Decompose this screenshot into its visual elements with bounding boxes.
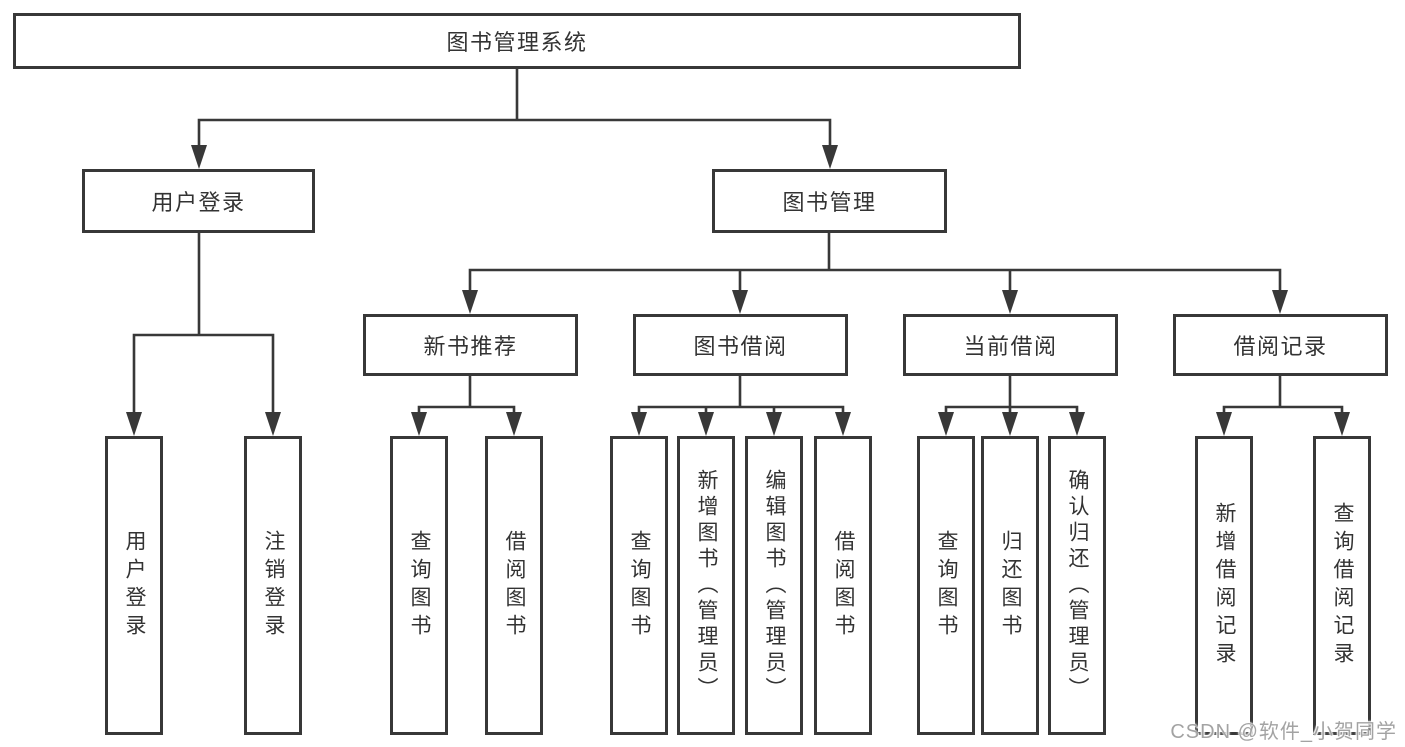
leaf-current-return-books-label: 归还图书 xyxy=(999,529,1022,642)
node-book-management: 图书管理 xyxy=(712,169,947,233)
leaf-records-query-record-label: 查询借阅记录 xyxy=(1331,501,1354,670)
node-root-system-label: 图书管理系统 xyxy=(446,30,588,55)
leaf-current-query-books: 查询图书 xyxy=(917,436,975,735)
leaf-borrow-edit-books-admin-label: 编辑图书（管理员） xyxy=(763,468,786,703)
node-current-borrow: 当前借阅 xyxy=(903,314,1118,376)
leaf-logout-label: 注销登录 xyxy=(262,529,285,642)
leaf-current-confirm-return-admin-label: 确认归还（管理员） xyxy=(1066,468,1089,703)
csdn-watermark: CSDN @软件_小贺同学 xyxy=(1170,715,1397,744)
node-book-borrow: 图书借阅 xyxy=(633,314,848,376)
node-borrow-records-label: 借阅记录 xyxy=(1233,334,1328,359)
connector-root-to-level2 xyxy=(191,67,838,169)
node-root-system: 图书管理系统 xyxy=(13,13,1021,69)
connector-user-login-children xyxy=(126,231,281,436)
leaf-records-query-record: 查询借阅记录 xyxy=(1313,436,1371,735)
leaf-borrow-borrow-books-label: 借阅图书 xyxy=(832,529,855,642)
leaf-borrow-add-books-admin-label: 新增图书（管理员） xyxy=(695,468,718,703)
leaf-logout: 注销登录 xyxy=(244,436,302,735)
node-book-borrow-label: 图书借阅 xyxy=(693,334,788,359)
node-new-book-recommend-label: 新书推荐 xyxy=(423,334,518,359)
leaf-recommend-query-books: 查询图书 xyxy=(390,436,448,735)
node-current-borrow-label: 当前借阅 xyxy=(963,334,1058,359)
node-book-management-label: 图书管理 xyxy=(782,190,877,215)
leaf-current-return-books: 归还图书 xyxy=(981,436,1039,735)
node-user-login-label: 用户登录 xyxy=(151,190,246,215)
connector-book-borrow-children xyxy=(631,374,851,436)
leaf-borrow-edit-books-admin: 编辑图书（管理员） xyxy=(745,436,803,735)
connector-book-management-to-level3 xyxy=(462,231,1288,314)
leaf-borrow-query-books-label: 查询图书 xyxy=(628,529,651,642)
leaf-user-login-label: 用户登录 xyxy=(123,529,146,642)
node-user-login: 用户登录 xyxy=(82,169,315,233)
leaf-borrow-borrow-books: 借阅图书 xyxy=(814,436,872,735)
connector-current-borrow-children xyxy=(938,374,1085,436)
leaf-user-login: 用户登录 xyxy=(105,436,163,735)
leaf-recommend-borrow-books: 借阅图书 xyxy=(485,436,543,735)
leaf-records-add-record: 新增借阅记录 xyxy=(1195,436,1253,735)
leaf-recommend-query-books-label: 查询图书 xyxy=(408,529,431,642)
leaf-current-query-books-label: 查询图书 xyxy=(935,529,958,642)
node-borrow-records: 借阅记录 xyxy=(1173,314,1388,376)
leaf-current-confirm-return-admin: 确认归还（管理员） xyxy=(1048,436,1106,735)
connector-borrow-records-children xyxy=(1216,374,1350,436)
leaf-borrow-add-books-admin: 新增图书（管理员） xyxy=(677,436,735,735)
csdn-watermark-text: CSDN @软件_小贺同学 xyxy=(1170,721,1397,743)
leaf-borrow-query-books: 查询图书 xyxy=(610,436,668,735)
node-new-book-recommend: 新书推荐 xyxy=(363,314,578,376)
connector-new-book-recommend-children xyxy=(411,374,522,436)
leaf-recommend-borrow-books-label: 借阅图书 xyxy=(503,529,526,642)
leaf-records-add-record-label: 新增借阅记录 xyxy=(1213,501,1236,670)
